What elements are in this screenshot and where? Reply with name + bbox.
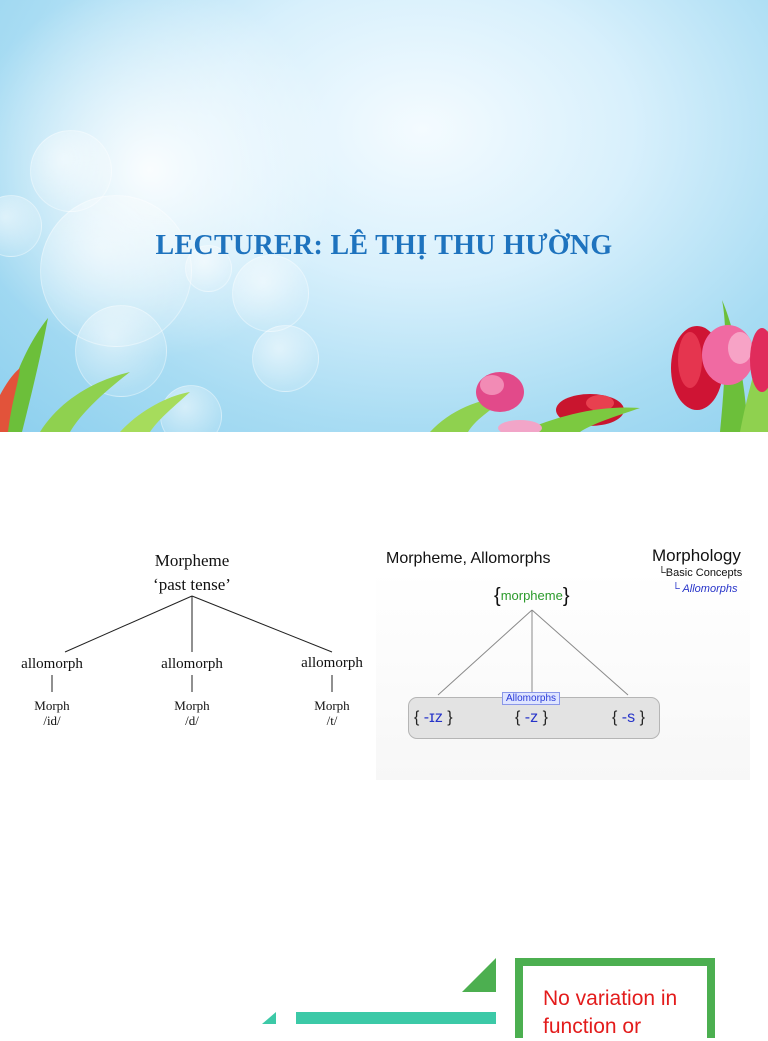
bokeh-bubble bbox=[252, 325, 319, 392]
green-triangle bbox=[462, 958, 496, 992]
tree-morph: Morph bbox=[314, 698, 350, 713]
bokeh-bubble bbox=[75, 305, 167, 397]
diagram-edges bbox=[437, 609, 629, 696]
section-title: Morphology bbox=[652, 546, 741, 565]
tree-form: /t/ bbox=[327, 713, 338, 728]
allomorphs-group-label: Allomorphs bbox=[502, 692, 561, 705]
tree-morph: Morph bbox=[34, 698, 70, 713]
tree-morph: Morph bbox=[174, 698, 210, 713]
tree-edge bbox=[437, 609, 533, 696]
tree-root: Morpheme bbox=[155, 551, 230, 570]
tree-edge bbox=[191, 595, 333, 653]
diagram-title: Morpheme, Allomorphs bbox=[386, 550, 551, 567]
tree-edge bbox=[531, 609, 629, 696]
suffix-s: { -s } bbox=[612, 709, 645, 726]
suffix-iz: { -ɪz } bbox=[414, 709, 453, 726]
allomorph-diagram-right: Morpheme, Allomorphs Morphology └Basic C… bbox=[376, 540, 750, 780]
title-slide: LECTURER: LÊ THỊ THU HƯỜNG bbox=[0, 0, 768, 432]
definition-text: No variation in function or bbox=[543, 987, 678, 1038]
suffix-z: { -z } bbox=[515, 709, 548, 726]
breadcrumb-level-1: └Basic Concepts bbox=[658, 567, 743, 579]
tree-form: /d/ bbox=[185, 713, 199, 728]
bokeh-bubble bbox=[185, 245, 232, 292]
slide3-decoration bbox=[262, 958, 496, 1024]
tree-form: /id/ bbox=[43, 713, 61, 728]
allomorph-tree-left: Morpheme ‘past tense’ allomorph allomorp… bbox=[10, 540, 370, 745]
tree-edge bbox=[64, 595, 193, 653]
breadcrumb-level-2: └ Allomorphs bbox=[672, 583, 738, 595]
lecturer-title: LECTURER: LÊ THỊ THU HƯỜNG bbox=[155, 230, 613, 261]
tree-branch-label: allomorph bbox=[21, 656, 83, 672]
bokeh-bubble bbox=[232, 255, 309, 332]
tree-branch-label: allomorph bbox=[161, 656, 223, 672]
tulip-decoration bbox=[0, 300, 768, 432]
tree-branch-label: allomorph bbox=[301, 655, 363, 671]
teal-triangle bbox=[262, 1012, 276, 1024]
teal-bar bbox=[296, 1012, 496, 1024]
tree-root-gloss: ‘past tense’ bbox=[153, 575, 231, 594]
root-morpheme: {morpheme} bbox=[494, 585, 570, 607]
